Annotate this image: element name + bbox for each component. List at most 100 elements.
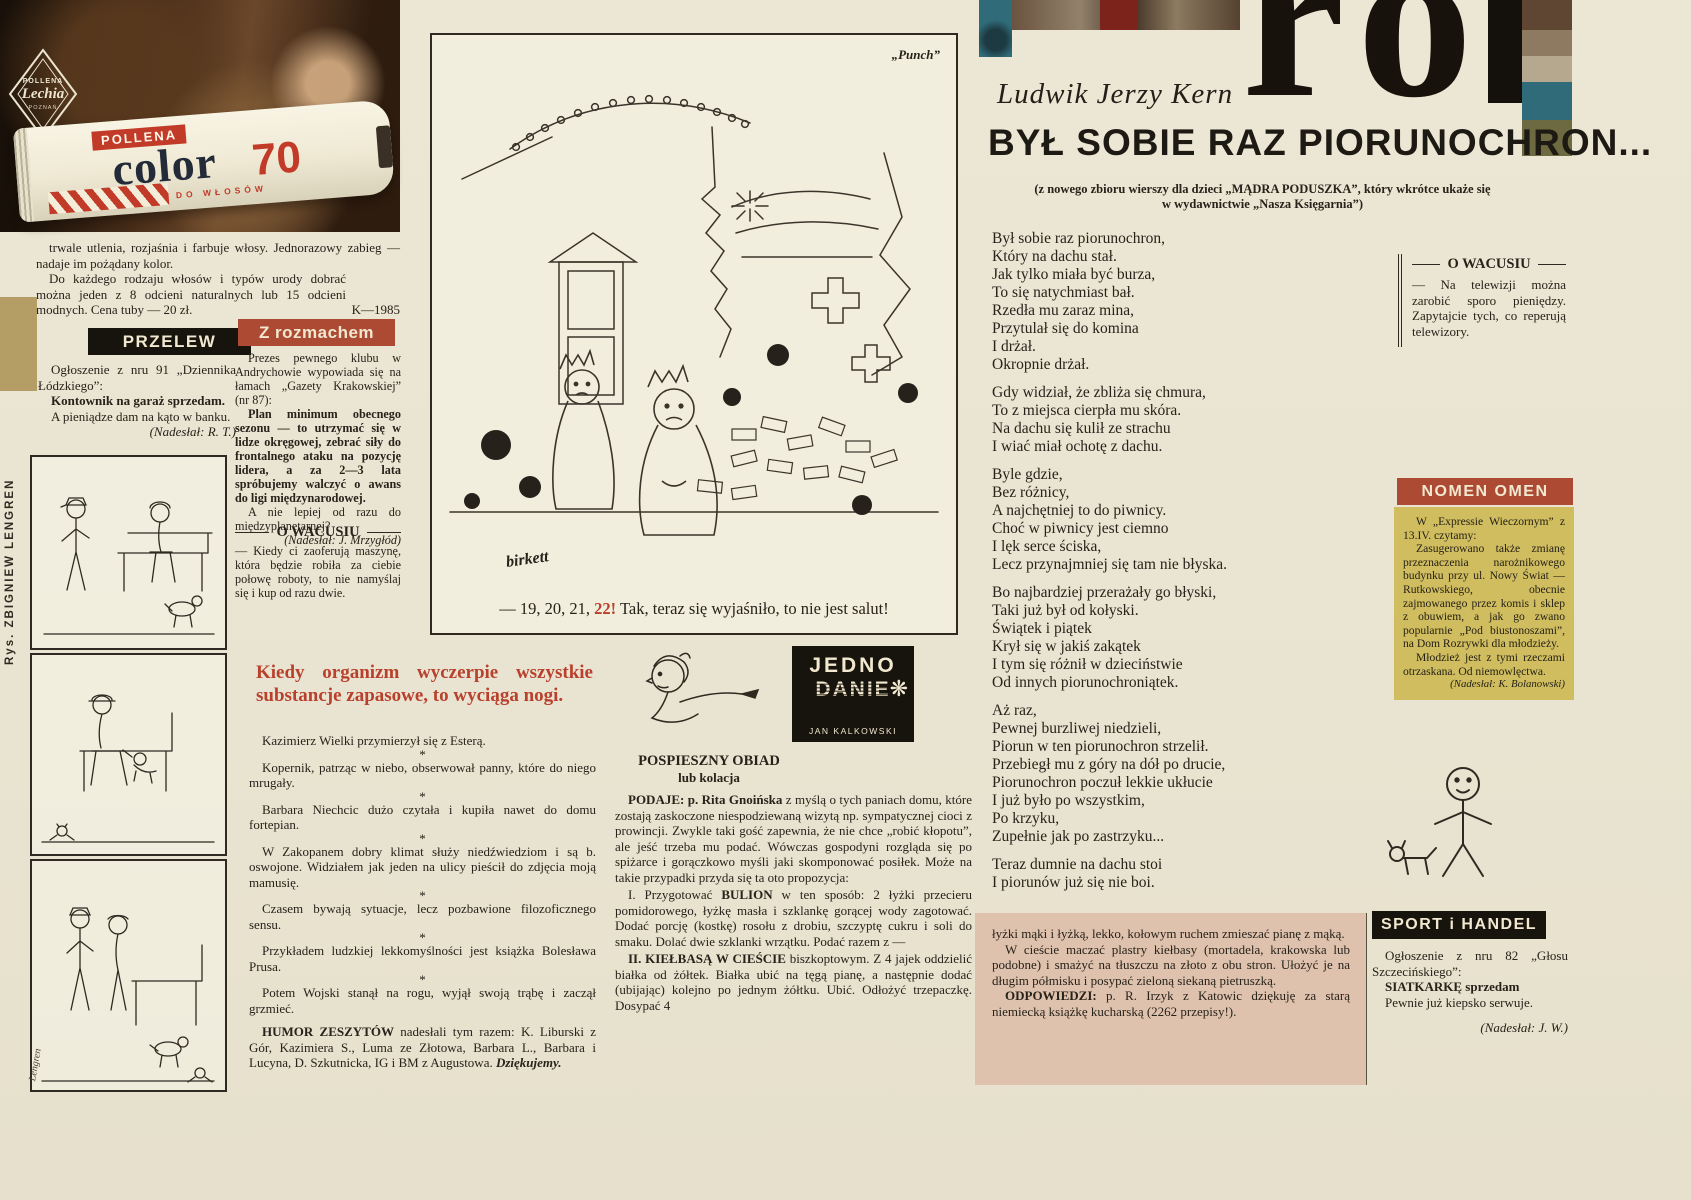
masthead-square-red <box>1100 0 1138 30</box>
poem-stanza: Bo najbardziej przerażały go błyski, Tak… <box>992 584 1217 691</box>
item-separator: * <box>419 830 426 846</box>
caption-text: — 19, 20, 21, <box>499 599 595 618</box>
cartoon-drawing <box>449 94 939 536</box>
nomen-omen-body: W „Expressie Wieczornym” z 13.IV. czytam… <box>1394 507 1574 700</box>
caption-text: Tak, teraz się wyjaśniło, to nie jest sa… <box>616 599 889 618</box>
recipe-body: PODAJE: p. Rita Gnoińska z myślą o tych … <box>615 792 972 1013</box>
przelew-header: PRZELEW <box>88 328 251 355</box>
humor-footer: HUMOR ZESZYTÓW nadesłali tym razem: K. L… <box>249 1024 596 1071</box>
sport-credit: (Nadesłał: J. W.) <box>1480 1020 1568 1035</box>
recipe-cont-paragraph: ODPOWIEDZI: p. R. Irzyk z Katowic dzięku… <box>992 988 1350 1019</box>
masthead-black-bar <box>1488 0 1522 103</box>
cartoon-caption: — 19, 20, 21, 22! Tak, teraz się wyjaśni… <box>442 599 946 619</box>
z-rozmachem-header: Z rozmachem <box>238 319 395 346</box>
humor-item: Kopernik, patrząc w niebo, obserwował pa… <box>249 759 596 791</box>
punch-cartoon: „Punch” <box>430 33 958 635</box>
wacus-left-title: O WACUSIU <box>235 524 401 541</box>
tube-product-number: 70 <box>250 132 303 186</box>
poem-stanza: Aż raz, Pewnej burzliwej niedzieli, Pior… <box>992 702 1226 845</box>
item-separator: * <box>419 746 426 762</box>
humor-item: Barbara Niechcic dużo czytała i kupiła n… <box>249 801 596 833</box>
przelew-bold: Kontownik na garaż sprzedam. <box>51 393 226 408</box>
logo-name: Lechia <box>21 86 65 102</box>
humor-headline: Kiedy organizm wyczerpie wszystkie subst… <box>256 662 593 706</box>
z-rozmachem-body: Prezes pewnego klubu w Andrychowie wypow… <box>235 351 401 547</box>
square-brown <box>1522 0 1572 30</box>
panel-drawing <box>43 497 215 635</box>
panel-drawing <box>41 694 215 843</box>
sport-intro: Ogłoszenie z nru 82 „Głosu Szczecińskieg… <box>1372 948 1568 979</box>
humor-item: W Zakopanem dobry klimat służy niedźwied… <box>249 843 596 890</box>
cook-illustration <box>645 652 760 723</box>
punch-credit: „Punch” <box>891 47 940 62</box>
wacus-right-box: O WACUSIU — Na telewizji można zarobić s… <box>1398 254 1574 347</box>
humor-footer-lead: HUMOR ZESZYTÓW <box>262 1024 394 1039</box>
recipe-continuation-panel: łyżki mąki i łyżką, lekko, kołowym ruche… <box>975 913 1367 1085</box>
nomen-credit: (Nadesłał: K. Bolanowski) <box>1450 678 1565 691</box>
logo-line-1: JEDNO <box>809 654 897 677</box>
comic-panel-1 <box>30 455 227 650</box>
recipe-cont-paragraph: W cieście maczać plastry kiełbasy (morta… <box>992 941 1350 988</box>
recipe-paragraph: I. Przygotować BULION w ten sposób: 2 ły… <box>615 887 973 949</box>
item-separator: * <box>419 972 426 987</box>
kern-subtitle-line: (z nowego zbioru wierszy dla dzieci „MĄD… <box>1034 182 1491 196</box>
panel-drawing <box>41 907 215 1083</box>
humor-item: Przykładem ludzkiej lekkomyślności jest … <box>249 943 596 974</box>
nomen-paragraph: Zasugerowano także zmianę przeznaczenia … <box>1403 542 1565 651</box>
kern-poem-title: BYŁ SOBIE RAZ PIORUNOCHRON... <box>988 122 1653 163</box>
sport-handel-title: SPORT i HANDEL <box>1380 916 1538 933</box>
humor-footer-text: nadesłali tym razem: K. Liburski z Gór, … <box>249 1024 596 1070</box>
logo-city: POZNAŃ <box>28 105 58 111</box>
comic-panel-3: Lengren <box>27 859 227 1092</box>
recipe-paragraph: II. KIEŁBASĄ W CIEŚCIE biszkoptowym. Z 4… <box>615 951 973 1013</box>
ad-code: K—1985 <box>351 302 400 317</box>
ad-paragraph: Do każdego rodzaju włosów i typów urody … <box>36 271 400 317</box>
lengren-credit: Rys. ZBIGNIEW LENGREN <box>4 478 16 665</box>
masthead-square-teal <box>979 0 1012 57</box>
nomen-paragraph: Młodzież jest z tymi rzeczami otrzaskana… <box>1403 650 1565 678</box>
kern-author: Ludwik Jerzy Kern <box>997 78 1234 110</box>
nomen-omen-title: NOMEN OMEN <box>1421 483 1549 500</box>
przelew-title: PRZELEW <box>122 332 217 351</box>
przelew-rest: A pieniądze dam na kąto w banku. <box>51 408 231 424</box>
item-separator: * <box>419 930 426 945</box>
square-teal <box>1522 82 1572 120</box>
przelew-credit: (Nadesłał: R. T.) <box>149 424 236 439</box>
recipe-paragraph: PODAJE: p. Rita Gnoińska z myślą o tych … <box>615 792 972 885</box>
square-beige <box>1522 56 1572 82</box>
comic-panel-2 <box>30 653 227 856</box>
przelew-intro: Ogłoszenie z nru 91 „Dziennika Łódzkiego… <box>38 362 236 393</box>
wacus-right-body: — Na telewizji można zarobić sporo pieni… <box>1412 277 1566 339</box>
logo-line-3: JAN KALKOWSKI <box>809 726 897 736</box>
wacus-left-section: O WACUSIU — Kiedy ci zaoferują maszynę, … <box>235 524 401 600</box>
poem-stanza: Był sobie raz piorunochron, Który na dac… <box>992 230 1166 373</box>
poem-stanza: Byle gdzie, Bez różnicy, A najchętniej t… <box>992 466 1227 573</box>
recipe-cont-lead: ODPOWIEDZI: <box>1005 988 1097 1003</box>
logo-line-2: DANIE <box>815 678 891 701</box>
stick-figure-drawing <box>1387 767 1492 877</box>
jedno-danie-logo: JEDNO DANIE ❋ JAN KALKOWSKI <box>792 646 914 742</box>
przelew-body: Ogłoszenie z nru 91 „Dziennika Łódzkiego… <box>38 362 236 440</box>
z-rozmachem-quote: Plan minimum obecnego sezonu — to utrzym… <box>235 407 401 505</box>
humor-item: Kazimierz Wielki przymierzył się z Ester… <box>262 733 486 748</box>
nomen-omen-header: NOMEN OMEN <box>1397 478 1573 505</box>
humor-section: Kazimierz Wielki przymierzył się z Ester… <box>249 733 596 1071</box>
square-olive <box>1522 120 1572 156</box>
column-divider-rule <box>1366 913 1367 1085</box>
z-rozmachem-title: Z rozmachem <box>258 323 375 342</box>
recipe-title: POSPIESZNY OBIAD <box>638 753 780 769</box>
pollena-ad-text: trwale utlenia, rozjaśnia i farbuje włos… <box>36 240 400 318</box>
caption-highlight: 22! <box>594 599 617 618</box>
recipe-bold: II. KIEŁBASĄ W CIEŚCIE <box>628 951 786 966</box>
recipe-subtitle: lub kolacja <box>678 770 740 785</box>
nomen-paragraph: W „Expressie Wieczornym” z 13.IV. czytam… <box>1403 515 1565 542</box>
humor-item: Potem Wojski stanął na rogu, wyjął swoją… <box>249 985 596 1016</box>
sport-handel-body: Ogłoszenie z nru 82 „Głosu Szczecińskieg… <box>1372 948 1568 1036</box>
recipe-lead: PODAJE: p. Rita Gnoińska <box>628 792 783 807</box>
tube-stripes <box>47 182 170 215</box>
z-rozmachem-intro: Prezes pewnego klubu w Andrychowie wypow… <box>235 351 401 407</box>
ad-paragraph: trwale utlenia, rozjaśnia i farbuje włos… <box>36 240 400 271</box>
item-separator: * <box>419 888 426 903</box>
sport-rest: Pewnie już kiepsko serwuje. <box>1385 994 1534 1010</box>
